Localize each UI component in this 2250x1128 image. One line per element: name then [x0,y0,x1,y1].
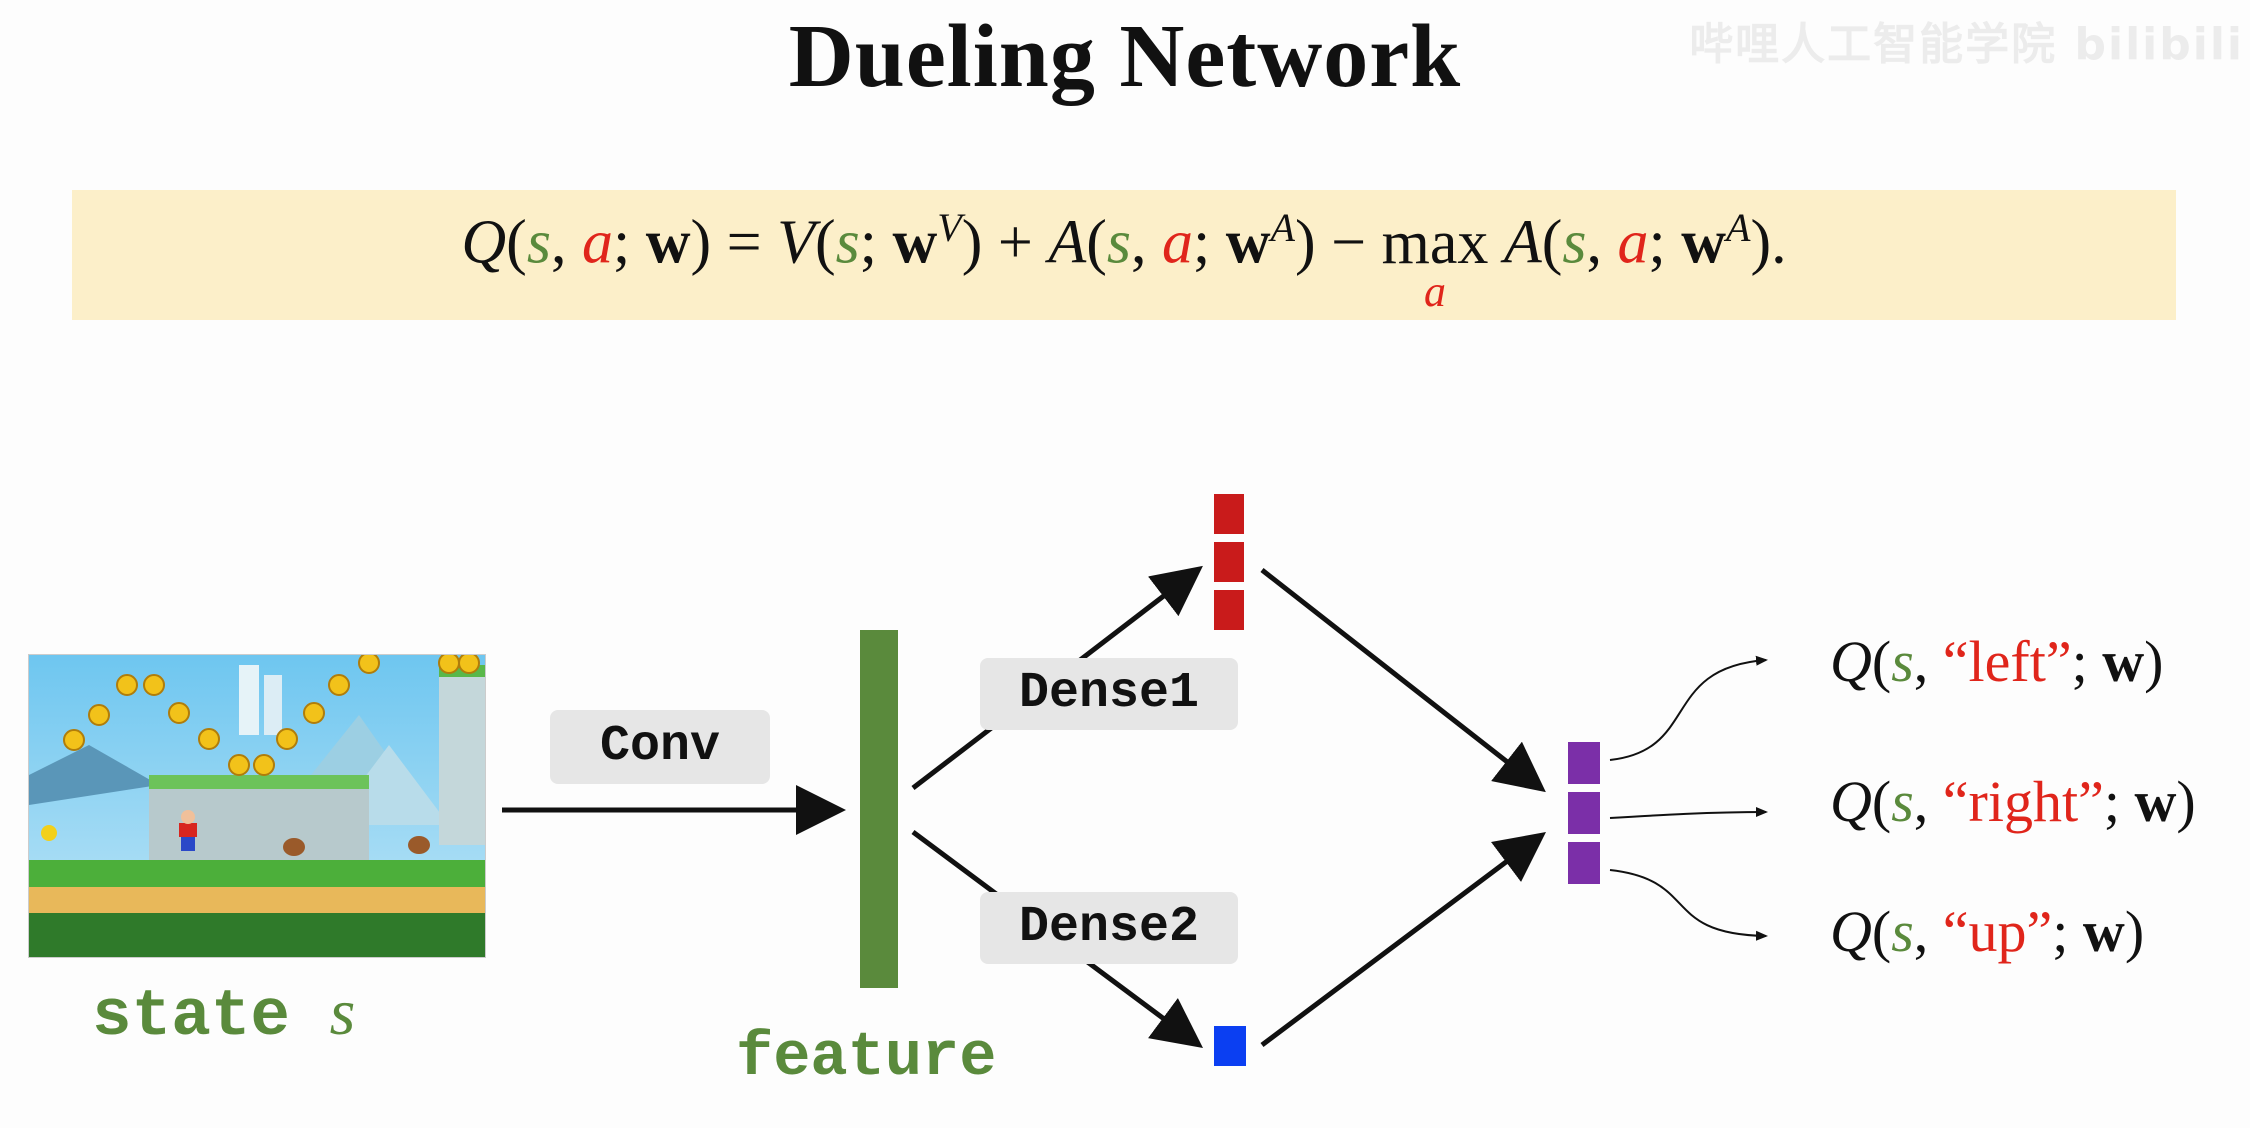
advantage-to-output-arrow [1260,832,1546,1047]
value-cell [1214,542,1244,582]
output-arrow-right [1609,807,1768,819]
dense1-layer-label: Dense1 [980,658,1238,730]
q-up-output: Q(s, “up”; w) [1830,899,2145,964]
conv-layer-label: Conv [550,710,770,784]
output-cell [1568,792,1600,834]
feature-label: feature [736,1022,997,1093]
q-right-output: Q(s, “right”; w) [1830,769,2196,834]
value-cell [1214,590,1244,630]
output-cell [1568,742,1600,784]
page-title: Dueling Network [788,7,1462,106]
value-to-output-arrow [1260,568,1546,793]
dense2-layer-label: Dense2 [980,892,1238,964]
dueling-formula: Q(s, a; w) = V(s; wV) + A(s, a; wA) − ma… [461,205,1787,316]
value-cell [1214,494,1244,534]
watermark: 哔哩人工智能学院 bilibili [1689,19,2244,70]
game-state-image [28,654,486,958]
q-left-output: Q(s, “left”; w) [1830,629,2164,694]
output-arrow-up [1609,869,1768,941]
output-cell [1568,842,1600,884]
state-variable: s [329,976,356,1049]
advantage-cell [1214,1026,1246,1066]
output-arrow-left [1609,655,1768,761]
state-label: state s [92,976,356,1054]
formula-box: Q(s, a; w) = V(s; wV) + A(s, a; wA) − ma… [72,190,2176,320]
feature-vector [860,630,898,988]
